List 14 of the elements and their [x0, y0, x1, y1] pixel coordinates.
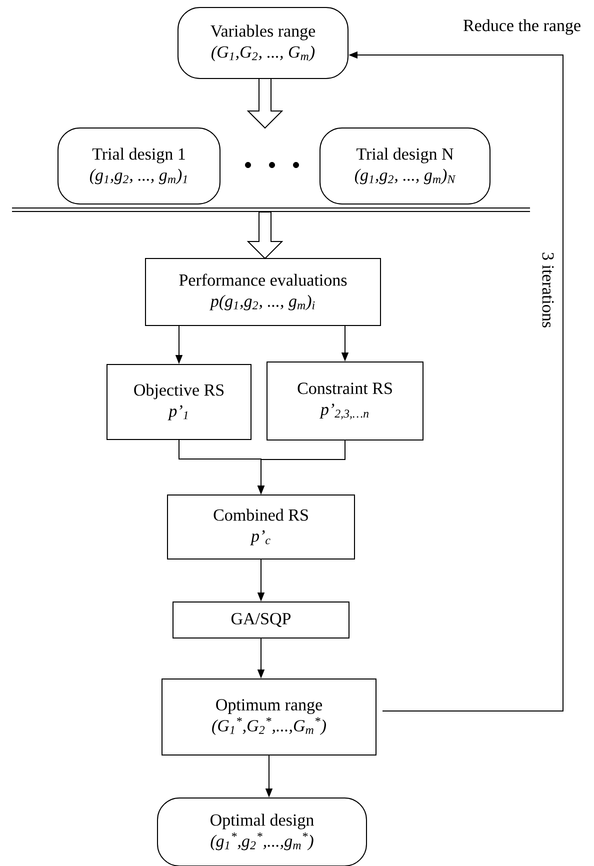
hollow-arrow: [246, 212, 284, 260]
edge-label: Reduce the range: [464, 19, 580, 35]
rotated-label: 3 iterations: [542, 252, 554, 328]
terminal-box: Variables range (G$_{1}$,G$_{2}$, ..., G$_{m}$): [178, 7, 348, 79]
terminal-box: Optimal design (g$_{1}$$^{*}$,g$_{2}$$^{*}$,...,g$_{m}$$^{*}$): [157, 798, 367, 866]
terminal-box: Trial design 1 (g$_{1}$,g$_{2}$, ..., g$_{m}$)$_{1}$: [58, 128, 220, 204]
process-box: GA/SQP: [172, 602, 350, 638]
process-box: Performance evaluations p(g$_{1}$,g$_{2}$, ..., g$_{m}$)$_{i}$: [145, 258, 381, 326]
process-box: Objective RS p’$_{1}$: [106, 364, 252, 440]
process-box: Optimum range (G$_{1}$$^{*}$,G$_{2}$$^{*}$,...,G$_{m}$$^{*}$): [162, 678, 376, 756]
hollow-arrow: [246, 78, 284, 129]
process-box: Constraint RS p’$_{2,3,…n}$: [266, 362, 424, 440]
process-box: Combined RS p’$_{c}$: [167, 494, 355, 560]
terminal-box: Trial design N (g$_{1}$,g$_{2}$, ..., g$_{m}$)$_{N}$: [320, 128, 490, 204]
